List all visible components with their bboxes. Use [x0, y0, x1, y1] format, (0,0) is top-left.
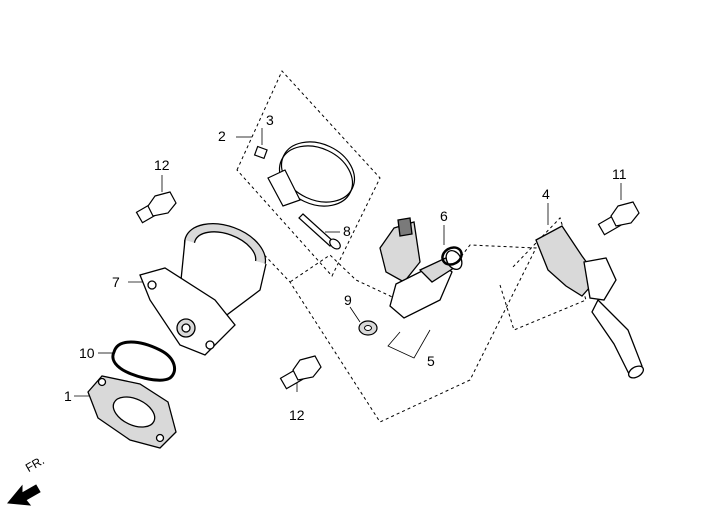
- bolt-top: [135, 191, 177, 224]
- front-direction-arrow: [7, 484, 41, 506]
- throttle-body: [139, 223, 267, 356]
- callout-11: 11: [612, 166, 627, 182]
- bolt-right: [597, 201, 640, 236]
- fuel-injector: [379, 217, 463, 319]
- callout-12-bottom: 12: [289, 407, 305, 423]
- callout-12-top: 12: [154, 157, 170, 173]
- callout-4: 4: [542, 186, 550, 202]
- callout-10: 10: [79, 345, 95, 361]
- clamp-screw: [298, 213, 341, 250]
- callout-8: 8: [343, 223, 351, 239]
- fuel-hose-connector: [535, 225, 645, 379]
- hose-clamp: [267, 141, 356, 207]
- hose-group-outline: [499, 217, 587, 331]
- injector-group-outline: [251, 241, 537, 423]
- insulator-plate: [87, 375, 177, 449]
- bolt-bottom: [279, 355, 322, 390]
- clamp-nut: [253, 145, 268, 160]
- callout-3: 3: [266, 112, 274, 128]
- callout-2: 2: [218, 128, 226, 144]
- callout-7: 7: [112, 274, 120, 290]
- injector-o-ring: [441, 246, 463, 266]
- callout-1: 1: [64, 388, 72, 404]
- o-ring-gasket: [111, 340, 177, 382]
- callout-6: 6: [440, 208, 448, 224]
- washer-hole: [364, 325, 372, 331]
- clamp-group-outline: [236, 70, 381, 277]
- callout-5: 5: [427, 353, 435, 369]
- callout-9: 9: [344, 292, 352, 308]
